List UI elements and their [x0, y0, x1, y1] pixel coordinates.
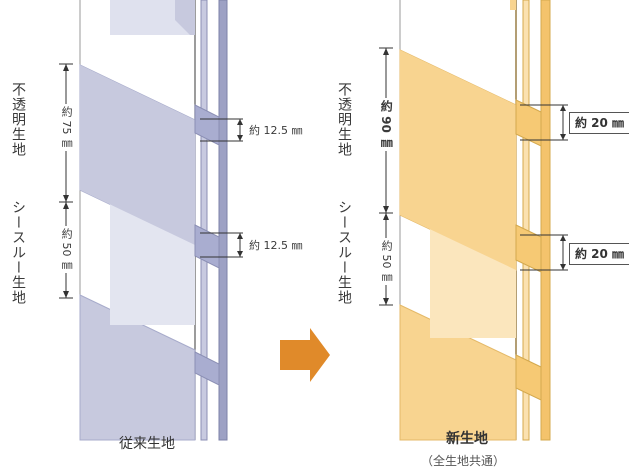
old-dim-gap-bottom: 約 12.5 ㎜: [249, 239, 303, 252]
old-seethrough-back-2: [110, 255, 195, 325]
new-label-seethrough: シースルー生地: [336, 200, 352, 305]
new-dim-seethrough: 約 50 ㎜: [380, 238, 394, 285]
old-slat-1: [194, 104, 220, 146]
new-slat-1: [515, 99, 542, 147]
old-label-seethrough: シースルー生地: [10, 200, 26, 305]
new-back-strip: [522, 0, 530, 441]
old-label-opaque: 不透明生地: [10, 82, 26, 157]
new-seethrough-back-2: [430, 270, 516, 338]
new-fabric-assembly: [399, 0, 551, 441]
new-dim-opaque: 約 90 ㎜: [379, 98, 394, 152]
new-slat-2: [515, 224, 542, 273]
new-right-band: [540, 0, 551, 441]
new-label-opaque: 不透明生地: [336, 82, 352, 157]
new-dim-gap-top: 約 20 ㎜: [569, 112, 629, 134]
old-top-corner: [175, 0, 195, 35]
new-subcaption: （全生地共通）: [421, 454, 506, 468]
new-top-sliver: [510, 0, 516, 10]
right-arrow-icon: [280, 328, 330, 382]
old-dim-seethrough: 約 50 ㎜: [60, 226, 74, 273]
old-slat-2: [194, 224, 220, 269]
old-caption: 従来生地: [119, 436, 175, 452]
old-dim-opaque: 約 75 ㎜: [60, 104, 74, 151]
old-opaque-band-2: [79, 294, 196, 441]
old-back-strip: [200, 0, 208, 441]
old-right-band: [218, 0, 228, 441]
old-fabric-assembly: [79, 0, 228, 441]
old-dim-gap-top: 約 12.5 ㎜: [249, 124, 303, 137]
old-slat-3: [194, 351, 220, 386]
new-slat-3: [515, 354, 542, 401]
new-caption: 新生地: [446, 431, 488, 447]
new-opaque-band-2: [399, 304, 517, 441]
new-opaque-band-1-cover: [400, 50, 516, 270]
new-dim-gap-bottom: 約 20 ㎜: [569, 243, 629, 265]
old-opaque-band-1-cover: [80, 65, 195, 245]
new-dimensions: [379, 47, 568, 306]
